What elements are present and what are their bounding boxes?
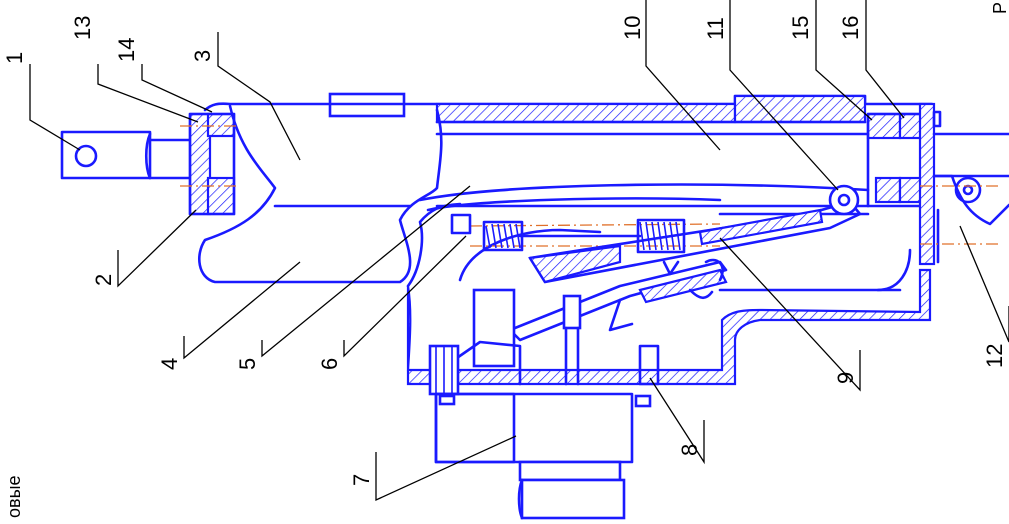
leader-5 xyxy=(261,185,471,358)
callout-11: 11 xyxy=(703,17,728,40)
push-rod xyxy=(452,288,660,386)
callout-10: 10 xyxy=(620,16,645,40)
lever xyxy=(528,184,862,284)
side-caption: овые xyxy=(4,475,24,518)
callout-16: 16 xyxy=(838,16,863,40)
callout-8: 8 xyxy=(677,444,702,456)
leader-11 xyxy=(729,0,839,191)
latch xyxy=(508,258,728,342)
callout-4: 4 xyxy=(157,358,182,370)
leader-16 xyxy=(865,0,905,119)
cylinder-tube xyxy=(203,92,934,124)
leader-8 xyxy=(649,377,705,465)
callout-5: 5 xyxy=(235,358,260,370)
callout-9: 9 xyxy=(833,372,858,384)
callout-12: 12 xyxy=(982,344,1007,368)
callout-1: 1 xyxy=(2,52,27,64)
leader-4 xyxy=(183,261,301,360)
leader-1 xyxy=(29,64,81,151)
leader-2 xyxy=(117,209,197,288)
rear-rod xyxy=(932,132,1009,264)
callout-7: 7 xyxy=(349,474,374,486)
leader-10 xyxy=(645,0,721,151)
piston xyxy=(197,104,870,284)
leader-13 xyxy=(97,64,199,123)
front-gland xyxy=(188,112,236,216)
end-cap xyxy=(866,102,942,266)
actuator xyxy=(434,392,634,520)
callout-2: 2 xyxy=(91,274,116,286)
leader-15 xyxy=(815,0,873,121)
axis-lines xyxy=(180,125,1000,247)
callout-13: 13 xyxy=(70,16,95,40)
leader-7 xyxy=(375,435,517,502)
leader-12 xyxy=(959,225,1009,343)
springs xyxy=(450,213,686,254)
leader-lines xyxy=(29,0,1009,502)
callout-labels: 1 2 3 4 5 6 7 8 9 10 11 12 13 14 15 16 xyxy=(2,16,1007,486)
leader-6 xyxy=(343,235,467,358)
leader-3 xyxy=(217,32,301,161)
callout-14: 14 xyxy=(114,38,139,62)
leader-14 xyxy=(141,64,213,113)
leader-9 xyxy=(719,237,861,392)
callout-15: 15 xyxy=(788,16,813,40)
callout-6: 6 xyxy=(317,358,342,370)
corner-caption: Р xyxy=(990,2,1009,14)
rod-eye xyxy=(60,130,152,180)
callout-3: 3 xyxy=(190,50,215,62)
housing xyxy=(406,183,932,386)
